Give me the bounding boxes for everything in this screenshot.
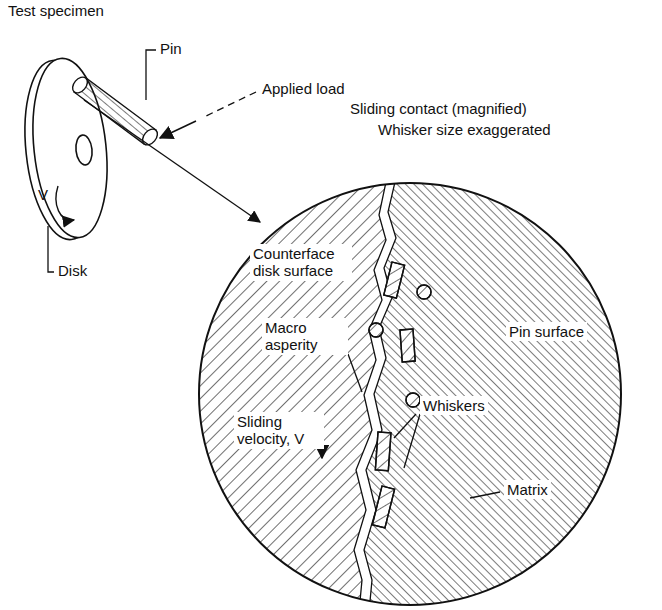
rotation-arrow [56,186,74,220]
label-text: Whisker size exaggerated [378,121,551,138]
label-text: Pin [160,40,182,57]
label-text: Applied load [262,80,345,97]
matrix-leader [470,492,500,498]
label-text: Test specimen [8,2,104,19]
disk-leader [48,226,54,272]
label-text: Sliding velocity, V [234,412,324,449]
whiskers [369,262,431,528]
label-text: Disk [58,262,87,279]
pin [70,74,161,148]
pin-leader [146,50,156,100]
whisker-leader [394,414,416,438]
magnified-contact [180,170,640,610]
label-text: Counterface disk surface [250,244,352,281]
load-arrow [160,121,196,138]
asperity-leader [348,354,362,392]
label-text: Macro asperity [262,318,348,355]
whisker-leader [404,414,420,468]
label-text: Whiskers [420,396,488,415]
label-text: Pin surface [506,322,587,341]
disk [17,55,115,244]
magnified-circle [199,183,621,605]
magnify-arrow [84,100,260,222]
load-leader [206,92,256,116]
label-text: V [38,186,48,203]
label-text: Sliding contact (magnified) [350,100,527,117]
label-text: Matrix [504,480,551,499]
